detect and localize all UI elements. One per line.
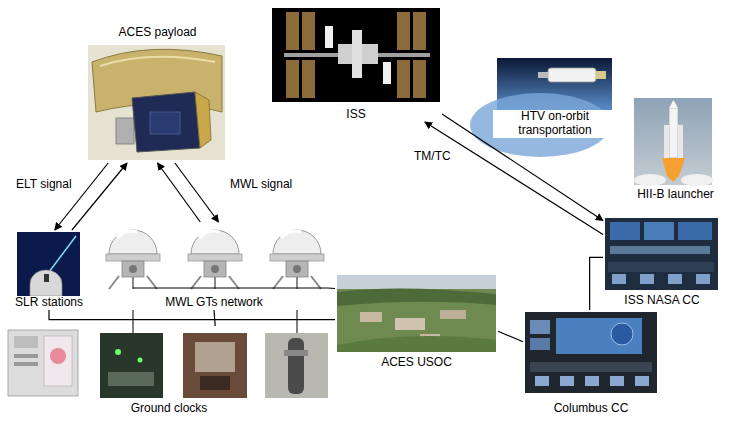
picture-node: MWL GTs network xyxy=(100,222,328,310)
picture-node: HII-B launcher xyxy=(628,96,723,202)
picture-node: ISS NASA CC xyxy=(603,216,721,308)
node-caption: ISS NASA CC xyxy=(622,294,701,308)
launcher-illustration xyxy=(634,98,713,186)
connector xyxy=(72,163,127,230)
connector xyxy=(498,331,523,342)
connector xyxy=(49,310,335,320)
picture-node: HTV on-orbit transportation xyxy=(493,56,617,138)
picture-node: SLR stations xyxy=(8,230,90,310)
connector xyxy=(425,122,603,234)
picture-node: ACES payload xyxy=(85,26,230,163)
picture-node: ISS xyxy=(270,6,442,122)
connector xyxy=(175,163,219,222)
connector xyxy=(158,163,201,222)
node-caption: HTV on-orbit transportation xyxy=(493,110,617,138)
htv-illustration xyxy=(470,58,612,157)
node-caption: MWL GTs network xyxy=(163,296,265,310)
payload-illustration xyxy=(88,45,225,160)
node-caption: Columbus CC xyxy=(552,402,631,416)
node-caption: Ground clocks xyxy=(129,402,210,416)
node-caption: HII-B launcher xyxy=(635,188,716,202)
nasa-control-center-illustration xyxy=(605,218,718,290)
slr-illustration xyxy=(17,232,80,296)
picture-node: Ground clocks xyxy=(4,326,334,416)
picture-node: Columbus CC xyxy=(523,310,659,416)
node-caption: ACES USOC xyxy=(379,356,454,370)
signal-label: MWL signal xyxy=(228,178,294,192)
signal-label: TM/TC xyxy=(412,150,453,164)
signal-label: ELT signal xyxy=(14,178,74,192)
iss-illustration xyxy=(272,8,440,102)
connector xyxy=(590,257,603,310)
connector xyxy=(214,310,215,326)
ground-clock-illustration xyxy=(8,310,328,398)
node-caption: ACES payload xyxy=(116,26,198,40)
columbus-control-center-illustration xyxy=(525,312,657,393)
picture-node: ACES USOC xyxy=(335,273,498,370)
ground-terminal-illustration xyxy=(106,230,328,289)
node-caption: SLR stations xyxy=(13,296,85,310)
connector xyxy=(328,287,335,289)
node-caption: ISS xyxy=(344,108,367,122)
usoc-illustration xyxy=(337,275,496,352)
